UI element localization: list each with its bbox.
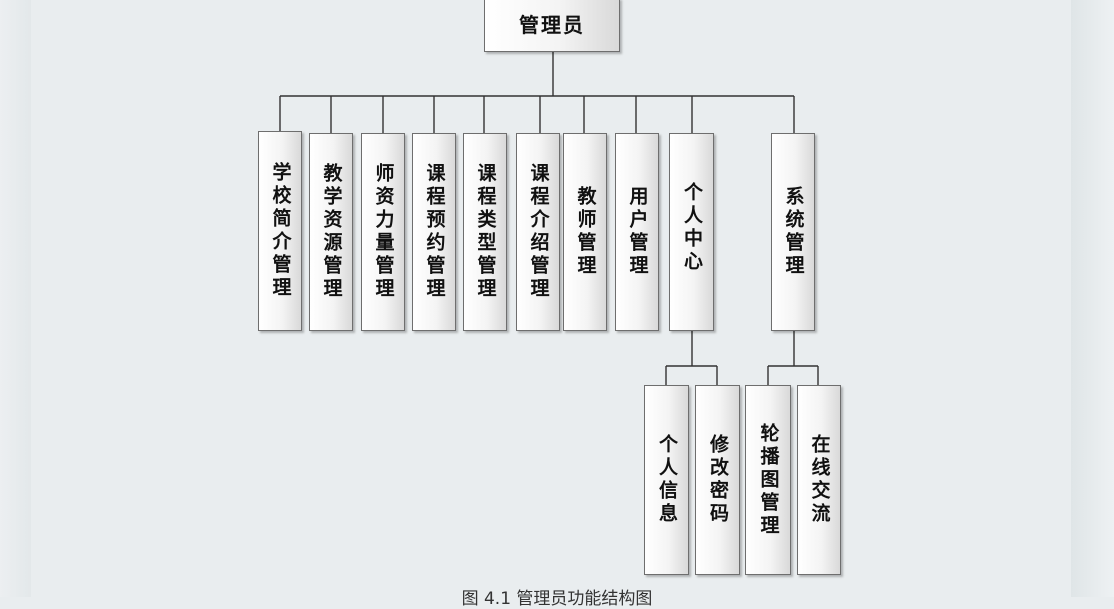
- child-label: 在线交流: [808, 434, 831, 526]
- module-node-course-booking: 课程预约管理: [412, 133, 456, 331]
- module-label: 课程预约管理: [423, 163, 446, 301]
- module-label: 教学资源管理: [320, 163, 343, 301]
- module-node-faculty: 师资力量管理: [361, 133, 405, 331]
- child-node-personal-info: 个人信息: [644, 385, 689, 575]
- module-node-personal-center: 个人中心: [669, 133, 714, 331]
- module-node-course-intro: 课程介绍管理: [516, 133, 560, 331]
- module-label: 用户管理: [626, 186, 649, 278]
- child-label: 修改密码: [707, 434, 729, 526]
- child-label: 轮播图管理: [757, 422, 780, 538]
- child-node-change-password: 修改密码: [695, 385, 740, 575]
- module-node-system: 系统管理: [771, 133, 815, 331]
- module-label: 课程介绍管理: [527, 163, 550, 301]
- module-label: 师资力量管理: [372, 163, 395, 301]
- module-label: 系统管理: [782, 186, 805, 278]
- module-node-school-intro: 学校简介管理: [258, 131, 302, 331]
- module-node-teaching-resources: 教学资源管理: [309, 133, 353, 331]
- module-node-course-type: 课程类型管理: [463, 133, 507, 331]
- child-node-online-chat: 在线交流: [797, 385, 841, 575]
- child-node-carousel: 轮播图管理: [745, 385, 791, 575]
- module-label: 教师管理: [574, 186, 597, 278]
- right-gutter: [1071, 0, 1114, 597]
- child-label: 个人信息: [656, 434, 678, 526]
- module-node-teacher: 教师管理: [563, 133, 607, 331]
- root-node-admin: 管理员: [484, 0, 620, 52]
- module-label: 课程类型管理: [474, 163, 497, 301]
- root-node-label: 管理员: [519, 13, 585, 37]
- module-node-user: 用户管理: [615, 133, 659, 331]
- module-label: 学校简介管理: [269, 162, 292, 300]
- module-label: 个人中心: [681, 182, 703, 274]
- left-gutter: [0, 0, 31, 597]
